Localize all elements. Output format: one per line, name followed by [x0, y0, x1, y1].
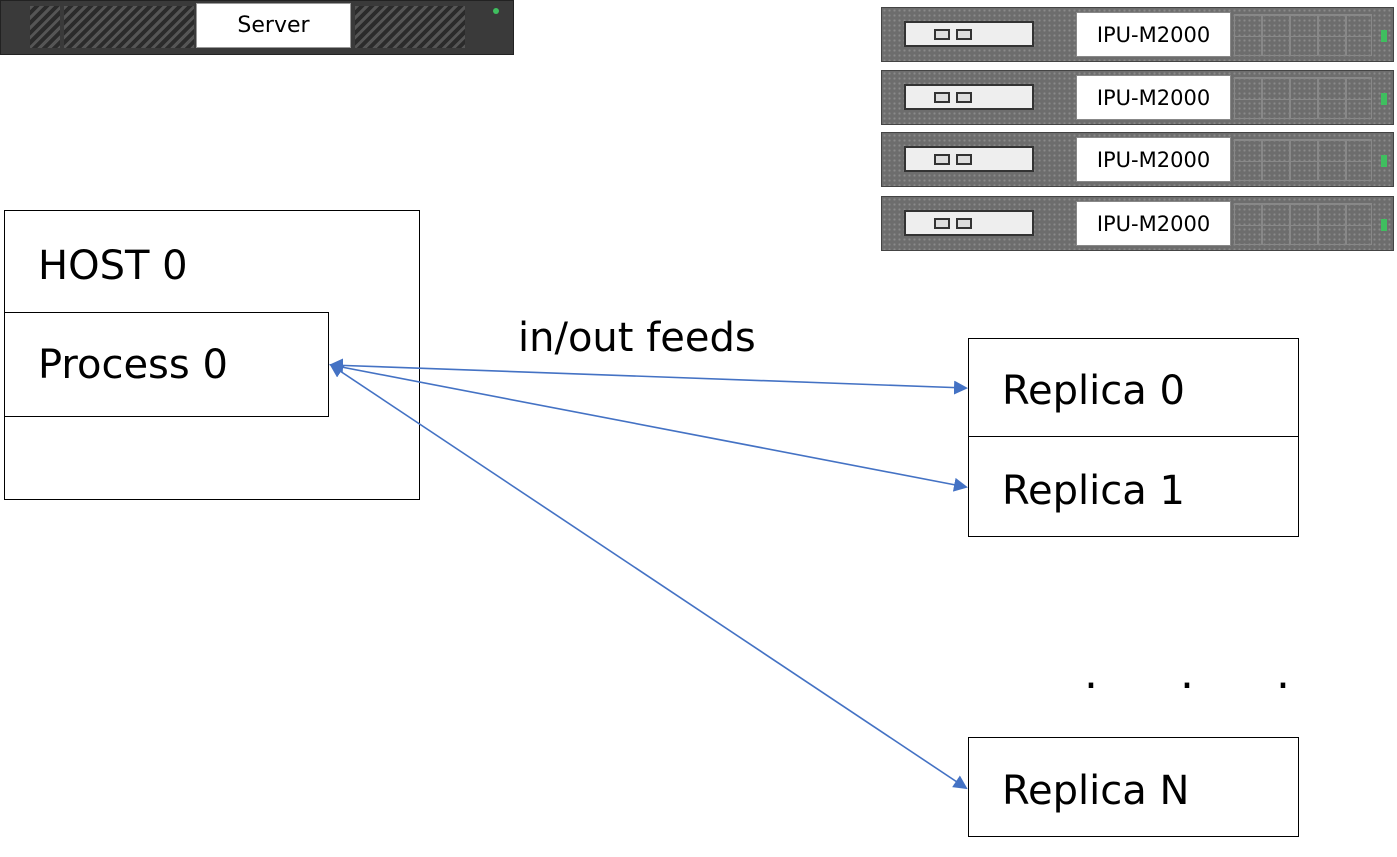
ipu-label: IPU-M2000	[1076, 201, 1231, 246]
replica-label-0: Replica 0	[1002, 368, 1185, 414]
server-label: Server	[196, 3, 351, 48]
ipu-label: IPU-M2000	[1076, 137, 1231, 182]
drive-slot-icon	[904, 21, 1034, 47]
process-box	[4, 312, 329, 417]
ipu-label: IPU-M2000	[1076, 75, 1231, 120]
status-led-icon	[1381, 30, 1387, 42]
status-led-icon	[1381, 155, 1387, 167]
replica-label-1: Replica 1	[1002, 468, 1185, 514]
replica-box-1	[968, 436, 1299, 537]
ellipsis: . . .	[1084, 648, 1324, 699]
replica-label-n: Replica N	[1002, 768, 1190, 814]
port-grid	[1234, 203, 1372, 245]
ipu-label: IPU-M2000	[1076, 12, 1231, 57]
ipu-unit: IPU-M2000	[881, 70, 1394, 125]
ipu-unit: IPU-M2000	[881, 132, 1394, 187]
port-grid	[1234, 139, 1372, 181]
replica-box-0	[968, 338, 1299, 438]
replica-box-n	[968, 737, 1299, 837]
drive-slot-icon	[904, 84, 1034, 110]
status-led-icon	[1381, 219, 1387, 231]
drive-slot-icon	[904, 146, 1034, 172]
status-led-icon	[493, 8, 499, 14]
feed-arrow-replica-1	[330, 364, 968, 492]
feeds-label: in/out feeds	[518, 315, 756, 361]
drive-slot-icon	[904, 210, 1034, 236]
port-grid	[1234, 77, 1372, 119]
status-led-icon	[1381, 93, 1387, 105]
server-rack-image: Server	[0, 0, 514, 55]
process-label: Process 0	[38, 342, 228, 388]
ipu-unit: IPU-M2000	[881, 7, 1394, 62]
vent-grille	[355, 6, 465, 48]
vent-grille	[64, 6, 194, 48]
host-title: HOST 0	[38, 243, 188, 289]
feed-arrow-replica-0	[329, 358, 968, 395]
feed-arrow-replica-n	[329, 363, 968, 790]
ipu-unit: IPU-M2000	[881, 196, 1394, 251]
port-grid	[1234, 14, 1372, 56]
vent-grille	[30, 6, 60, 48]
